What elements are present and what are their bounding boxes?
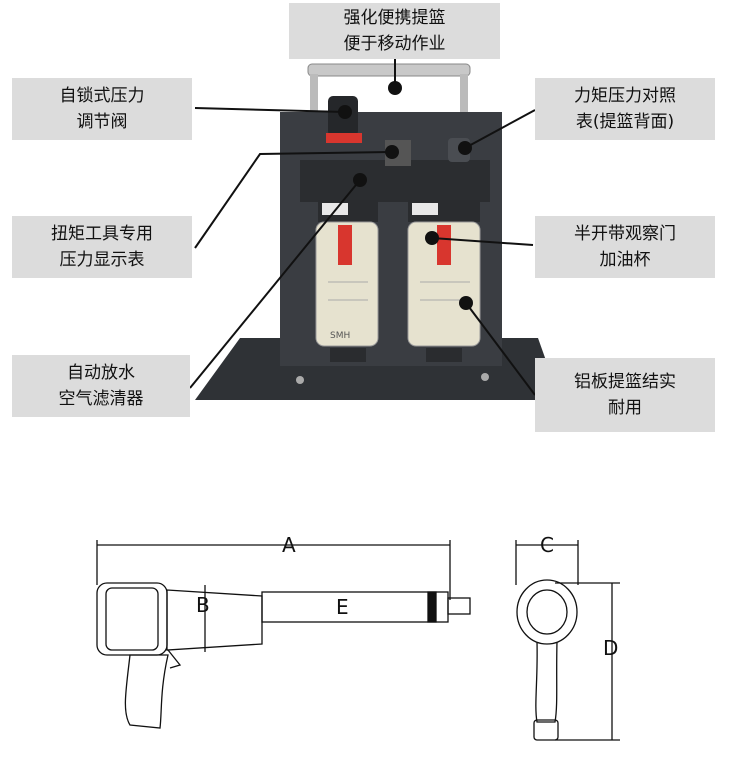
handle-post	[460, 74, 468, 118]
callout-aluminum-basket: 铝板提篮结实 耐用	[535, 358, 715, 432]
leader-dots	[338, 81, 473, 310]
callout-self-lock-valve: 自锁式压力 调节阀	[12, 78, 192, 140]
leader-drain	[189, 179, 361, 389]
dim-label-a: A	[282, 533, 296, 557]
manifold	[300, 160, 490, 202]
leader-oil	[431, 237, 534, 246]
callout-auto-drain: 自动放水 空气滤清器	[12, 355, 190, 417]
screw-icon	[296, 376, 304, 384]
filter-bowl-right	[407, 221, 481, 347]
product-marking: SMH	[330, 331, 350, 341]
carry-handle	[307, 63, 471, 77]
bowl-window-left	[338, 225, 352, 265]
filter-label-right	[412, 203, 438, 215]
callout-carry-basket: 强化便携提篮 便于移动作业	[289, 3, 500, 59]
leader-basket	[465, 302, 536, 396]
filter-bowl-left	[315, 221, 379, 347]
valve-red-ring	[326, 133, 362, 143]
leader-valve	[194, 107, 346, 113]
tool-side-view	[96, 540, 471, 729]
tool-front-view	[515, 540, 620, 741]
bowl-window-right	[437, 225, 451, 265]
callout-pressure-display: 扭矩工具专用 压力显示表	[12, 216, 192, 278]
dim-label-e: E	[336, 595, 349, 619]
leader-torque	[464, 109, 536, 149]
drain-right	[426, 348, 462, 362]
callout-torque-gauge: 力矩压力对照 表(提篮背面)	[535, 78, 715, 140]
screw-icon	[481, 373, 489, 381]
drain-left	[330, 348, 366, 362]
leader-display	[194, 151, 393, 249]
dim-label-b: B	[196, 593, 210, 617]
callout-oil-cup: 半开带观察门 加油杯	[535, 216, 715, 278]
dim-label-d: D	[603, 636, 618, 660]
filter-label-left	[322, 203, 348, 215]
dim-label-c: C	[540, 533, 554, 557]
leader-lines	[189, 58, 536, 396]
handle-post	[310, 74, 318, 118]
